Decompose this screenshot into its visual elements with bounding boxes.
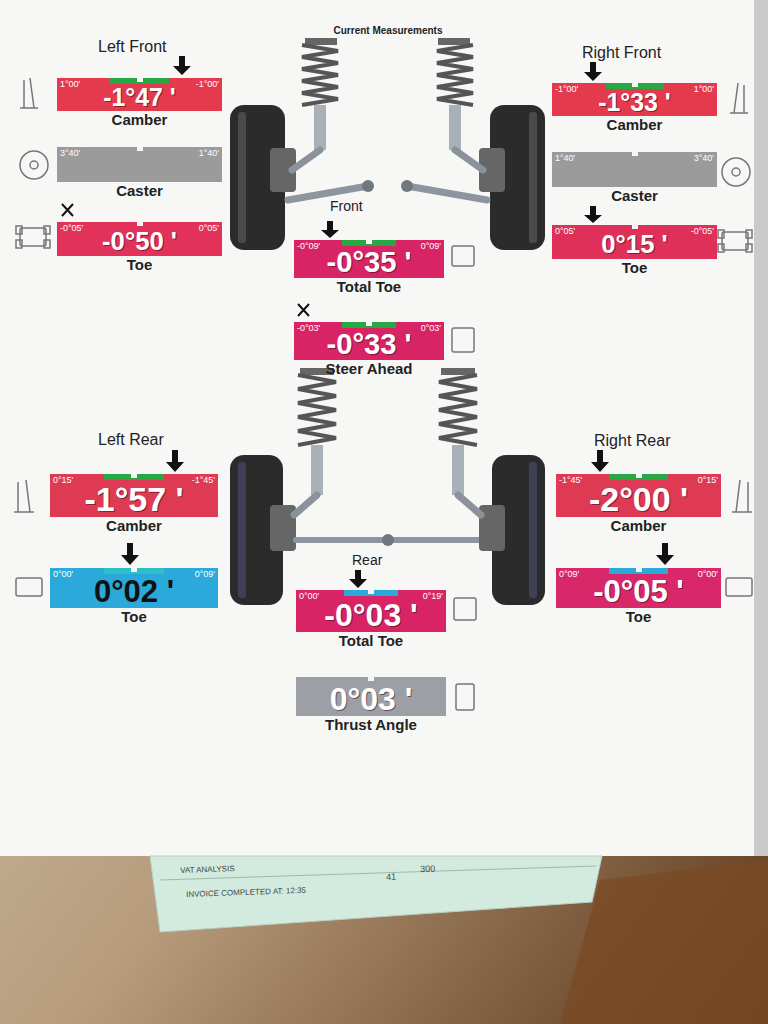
measurement-value: -0°03 ' — [296, 599, 446, 631]
measurement-name: Toe — [532, 260, 737, 276]
center-notch — [137, 78, 143, 82]
measurement-bar: -0°03'-0°33 '0°03'Steer Ahead — [294, 322, 444, 360]
range-max: 1°00' — [694, 84, 714, 94]
rear-suspension — [230, 368, 545, 605]
range-max: 0°03' — [421, 323, 441, 333]
section-label: Right Front — [582, 44, 661, 62]
range-max: 0°05' — [199, 223, 219, 233]
measurement-bar: -0°09'-0°35 '0°09'Total Toe — [294, 240, 444, 278]
measurement-name: Toe — [30, 609, 238, 625]
measurement-bar: 0°00'0°02 '0°09'Toe — [50, 568, 218, 608]
range-min: 3°40' — [60, 148, 80, 158]
range-max: -1°00' — [196, 79, 219, 89]
measurement-bar: 3°40'1°40'Caster — [57, 147, 222, 182]
center-notch — [632, 152, 638, 156]
center-notch — [368, 590, 374, 594]
range-max: 1°40' — [199, 148, 219, 158]
measurement-bar: 0°09'-0°05 '0°00'Toe — [556, 568, 721, 608]
range-min: 1°40' — [555, 153, 575, 163]
section-label: Front — [330, 198, 363, 214]
center-notch — [131, 474, 137, 478]
measurement-name: Caster — [37, 183, 242, 199]
range-min: 0°00' — [53, 569, 73, 579]
invoice-text: 41 — [386, 872, 396, 882]
range-max: -1°45' — [192, 475, 215, 485]
measurement-value: -0°33 ' — [294, 330, 444, 359]
measurement-value: -1°33 ' — [552, 90, 717, 115]
measurement-value: -0°05 ' — [556, 576, 721, 607]
measurement-bar: 0°05'0°15 '-0°05'Toe — [552, 225, 717, 259]
range-max: 0°09' — [421, 241, 441, 251]
measurement-name: Toe — [37, 257, 242, 273]
range-max: 0°15' — [698, 475, 718, 485]
range-min: 0°00' — [299, 591, 319, 601]
range-min: -0°03' — [297, 323, 320, 333]
center-notch — [366, 322, 372, 326]
measurement-value: -2°00 ' — [556, 482, 721, 516]
invoice-text: 300 — [420, 863, 435, 874]
range-max: -0°05' — [691, 226, 714, 236]
measurement-name: Camber — [532, 117, 737, 133]
measurement-name: Thrust Angle — [276, 717, 466, 733]
center-notch — [636, 474, 642, 478]
range-min: 0°09' — [559, 569, 579, 579]
measurement-bar: -1°45'-2°00 '0°15'Camber — [556, 474, 721, 517]
center-notch — [366, 240, 372, 244]
measurement-bar: 0°00'-0°03 '0°19'Total Toe — [296, 590, 446, 632]
measurement-name: Total Toe — [274, 279, 464, 295]
center-notch — [636, 568, 642, 572]
measurement-bar: 1°40'3°40'Caster — [552, 152, 717, 187]
center-notch — [632, 83, 638, 87]
invoice-text: VAT ANALYSIS — [180, 864, 235, 875]
measurement-value: 0°03 ' — [296, 683, 446, 715]
measurement-bar: 1°00'-1°47 '-1°00'Camber — [57, 78, 222, 111]
measurement-bar: -1°00'-1°33 '1°00'Camber — [552, 83, 717, 116]
center-notch — [368, 677, 374, 681]
measurement-value: -0°50 ' — [57, 229, 222, 255]
range-min: 0°05' — [555, 226, 575, 236]
measurement-bar: 0°15'-1°57 '-1°45'Camber — [50, 474, 218, 517]
range-min: -1°00' — [555, 84, 578, 94]
section-label: Rear — [352, 552, 382, 568]
adjustment-icons — [14, 78, 752, 710]
range-min: 0°15' — [53, 475, 73, 485]
range-max: 0°00' — [698, 569, 718, 579]
out-of-range-marks — [62, 204, 309, 316]
measurement-name: Total Toe — [276, 633, 466, 649]
front-suspension — [230, 38, 545, 250]
measurement-bar: -0°05'-0°50 '0°05'Toe — [57, 222, 222, 256]
measurement-bar: 0°03 'Thrust Angle — [296, 677, 446, 716]
measurement-name: Steer Ahead — [274, 361, 464, 377]
range-min: 1°00' — [60, 79, 80, 89]
range-min: -0°09' — [297, 241, 320, 251]
section-label: Left Front — [98, 38, 166, 56]
range-max: 0°09' — [195, 569, 215, 579]
range-max: 0°19' — [423, 591, 443, 601]
section-label: Left Rear — [98, 431, 164, 449]
measurement-name: Camber — [37, 112, 242, 128]
center-notch — [137, 147, 143, 151]
measurement-name: Camber — [30, 518, 238, 534]
measurement-value: 0°02 ' — [50, 576, 218, 607]
measurement-name: Caster — [532, 188, 737, 204]
measurement-name: Toe — [536, 609, 741, 625]
center-notch — [137, 222, 143, 226]
measurement-value: 0°15 ' — [552, 232, 717, 258]
center-notch — [632, 225, 638, 229]
measurement-value: -0°35 ' — [294, 248, 444, 277]
measurement-name: Camber — [536, 518, 741, 534]
measurement-value: -1°57 ' — [50, 482, 218, 516]
range-min: -0°05' — [60, 223, 83, 233]
report-title: Current Measurements — [0, 25, 768, 36]
center-notch — [131, 568, 137, 572]
range-max: 3°40' — [694, 153, 714, 163]
range-min: -1°45' — [559, 475, 582, 485]
section-label: Right Rear — [594, 432, 670, 450]
